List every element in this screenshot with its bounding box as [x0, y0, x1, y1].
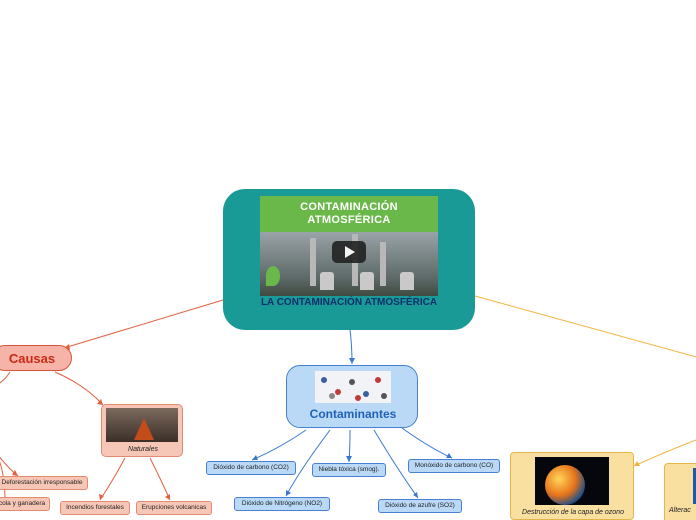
co2-node[interactable]: Dióxido de carbono (CO2) — [206, 461, 296, 475]
contaminantes-node[interactable]: Contaminantes — [286, 365, 418, 428]
cooling-tower-icon — [320, 272, 334, 290]
ozono-label: Destrucción de la capa de ozono — [522, 509, 624, 516]
ozono-node[interactable]: Destrucción de la capa de ozono — [510, 452, 634, 520]
arrow-co — [446, 453, 452, 458]
play-button-icon[interactable] — [332, 241, 366, 263]
leaf-logo-icon — [266, 266, 280, 286]
arrow-incendios — [99, 494, 104, 500]
chimney-icon — [380, 242, 386, 286]
connector-to-no2 — [285, 429, 331, 497]
arrow-ozono — [634, 461, 640, 466]
arrow-naturales — [97, 399, 103, 405]
causas-node[interactable]: Causas — [0, 345, 72, 371]
arrow-co2 — [252, 455, 258, 460]
video-title-band — [260, 196, 438, 232]
arrow-niebla — [346, 456, 352, 462]
connector-causas-left — [0, 371, 11, 384]
connector-to-so2 — [373, 429, 419, 499]
earth-sun-image — [535, 457, 609, 505]
cooling-tower-icon — [400, 272, 414, 290]
connector-to-agricola — [0, 461, 6, 498]
connector-to-co2 — [251, 429, 307, 461]
deforestacion-node[interactable]: Deforestación irresponsable — [0, 476, 88, 490]
arrow-so2 — [413, 492, 418, 498]
no2-node[interactable]: Dióxido de Nitrógeno (NO2) — [234, 497, 330, 511]
molecules-image — [315, 371, 391, 403]
main-topic-title: LA CONTAMINACIÓN ATMOSFÉRICA — [260, 297, 438, 308]
co-node[interactable]: Monóxido de carbono (CO) — [408, 459, 500, 473]
alteracion-label: Alterac — [669, 507, 691, 514]
cooling-tower-icon — [360, 272, 374, 290]
incendios-node[interactable]: Incendios forestales — [60, 501, 130, 515]
video-thumbnail[interactable]: CONTAMINACIÓN ATMOSFÉRICA — [260, 196, 438, 296]
contaminantes-label: Contaminantes — [309, 407, 397, 421]
video-title: CONTAMINACIÓN ATMOSFÉRICA — [300, 201, 398, 226]
connector-to-co — [401, 427, 453, 459]
connector-naturales-erupciones — [149, 457, 171, 501]
connector-naturales-incendios — [99, 457, 126, 501]
arrow-erupciones — [165, 494, 170, 500]
erupciones-node[interactable]: Erupciones volcanicas — [136, 501, 212, 515]
main-topic-node[interactable]: CONTAMINACIÓN ATMOSFÉRICA LA CONTAMINACI… — [223, 189, 475, 330]
alteracion-image — [693, 468, 696, 504]
naturales-label: Naturales — [128, 446, 158, 453]
agricola-node[interactable]: cola y ganadera — [0, 497, 50, 511]
connector-causas-naturales — [54, 371, 104, 406]
arrow-no2 — [286, 490, 291, 496]
connector-main-efectos — [474, 295, 696, 358]
connector-main-causas — [63, 299, 224, 349]
chimney-icon — [310, 238, 316, 286]
connector-to-ozono — [633, 439, 696, 467]
so2-node[interactable]: Dióxido de azufre (SO2) — [378, 499, 462, 513]
arrow-deforestacion — [12, 470, 18, 476]
alteracion-node[interactable]: Alterac — [664, 463, 696, 520]
volcano-image — [106, 408, 178, 442]
arrow-contaminantes — [349, 358, 355, 364]
niebla-node[interactable]: Niebla tóxica (smog). — [312, 463, 386, 477]
naturales-node[interactable]: Naturales — [101, 404, 183, 457]
